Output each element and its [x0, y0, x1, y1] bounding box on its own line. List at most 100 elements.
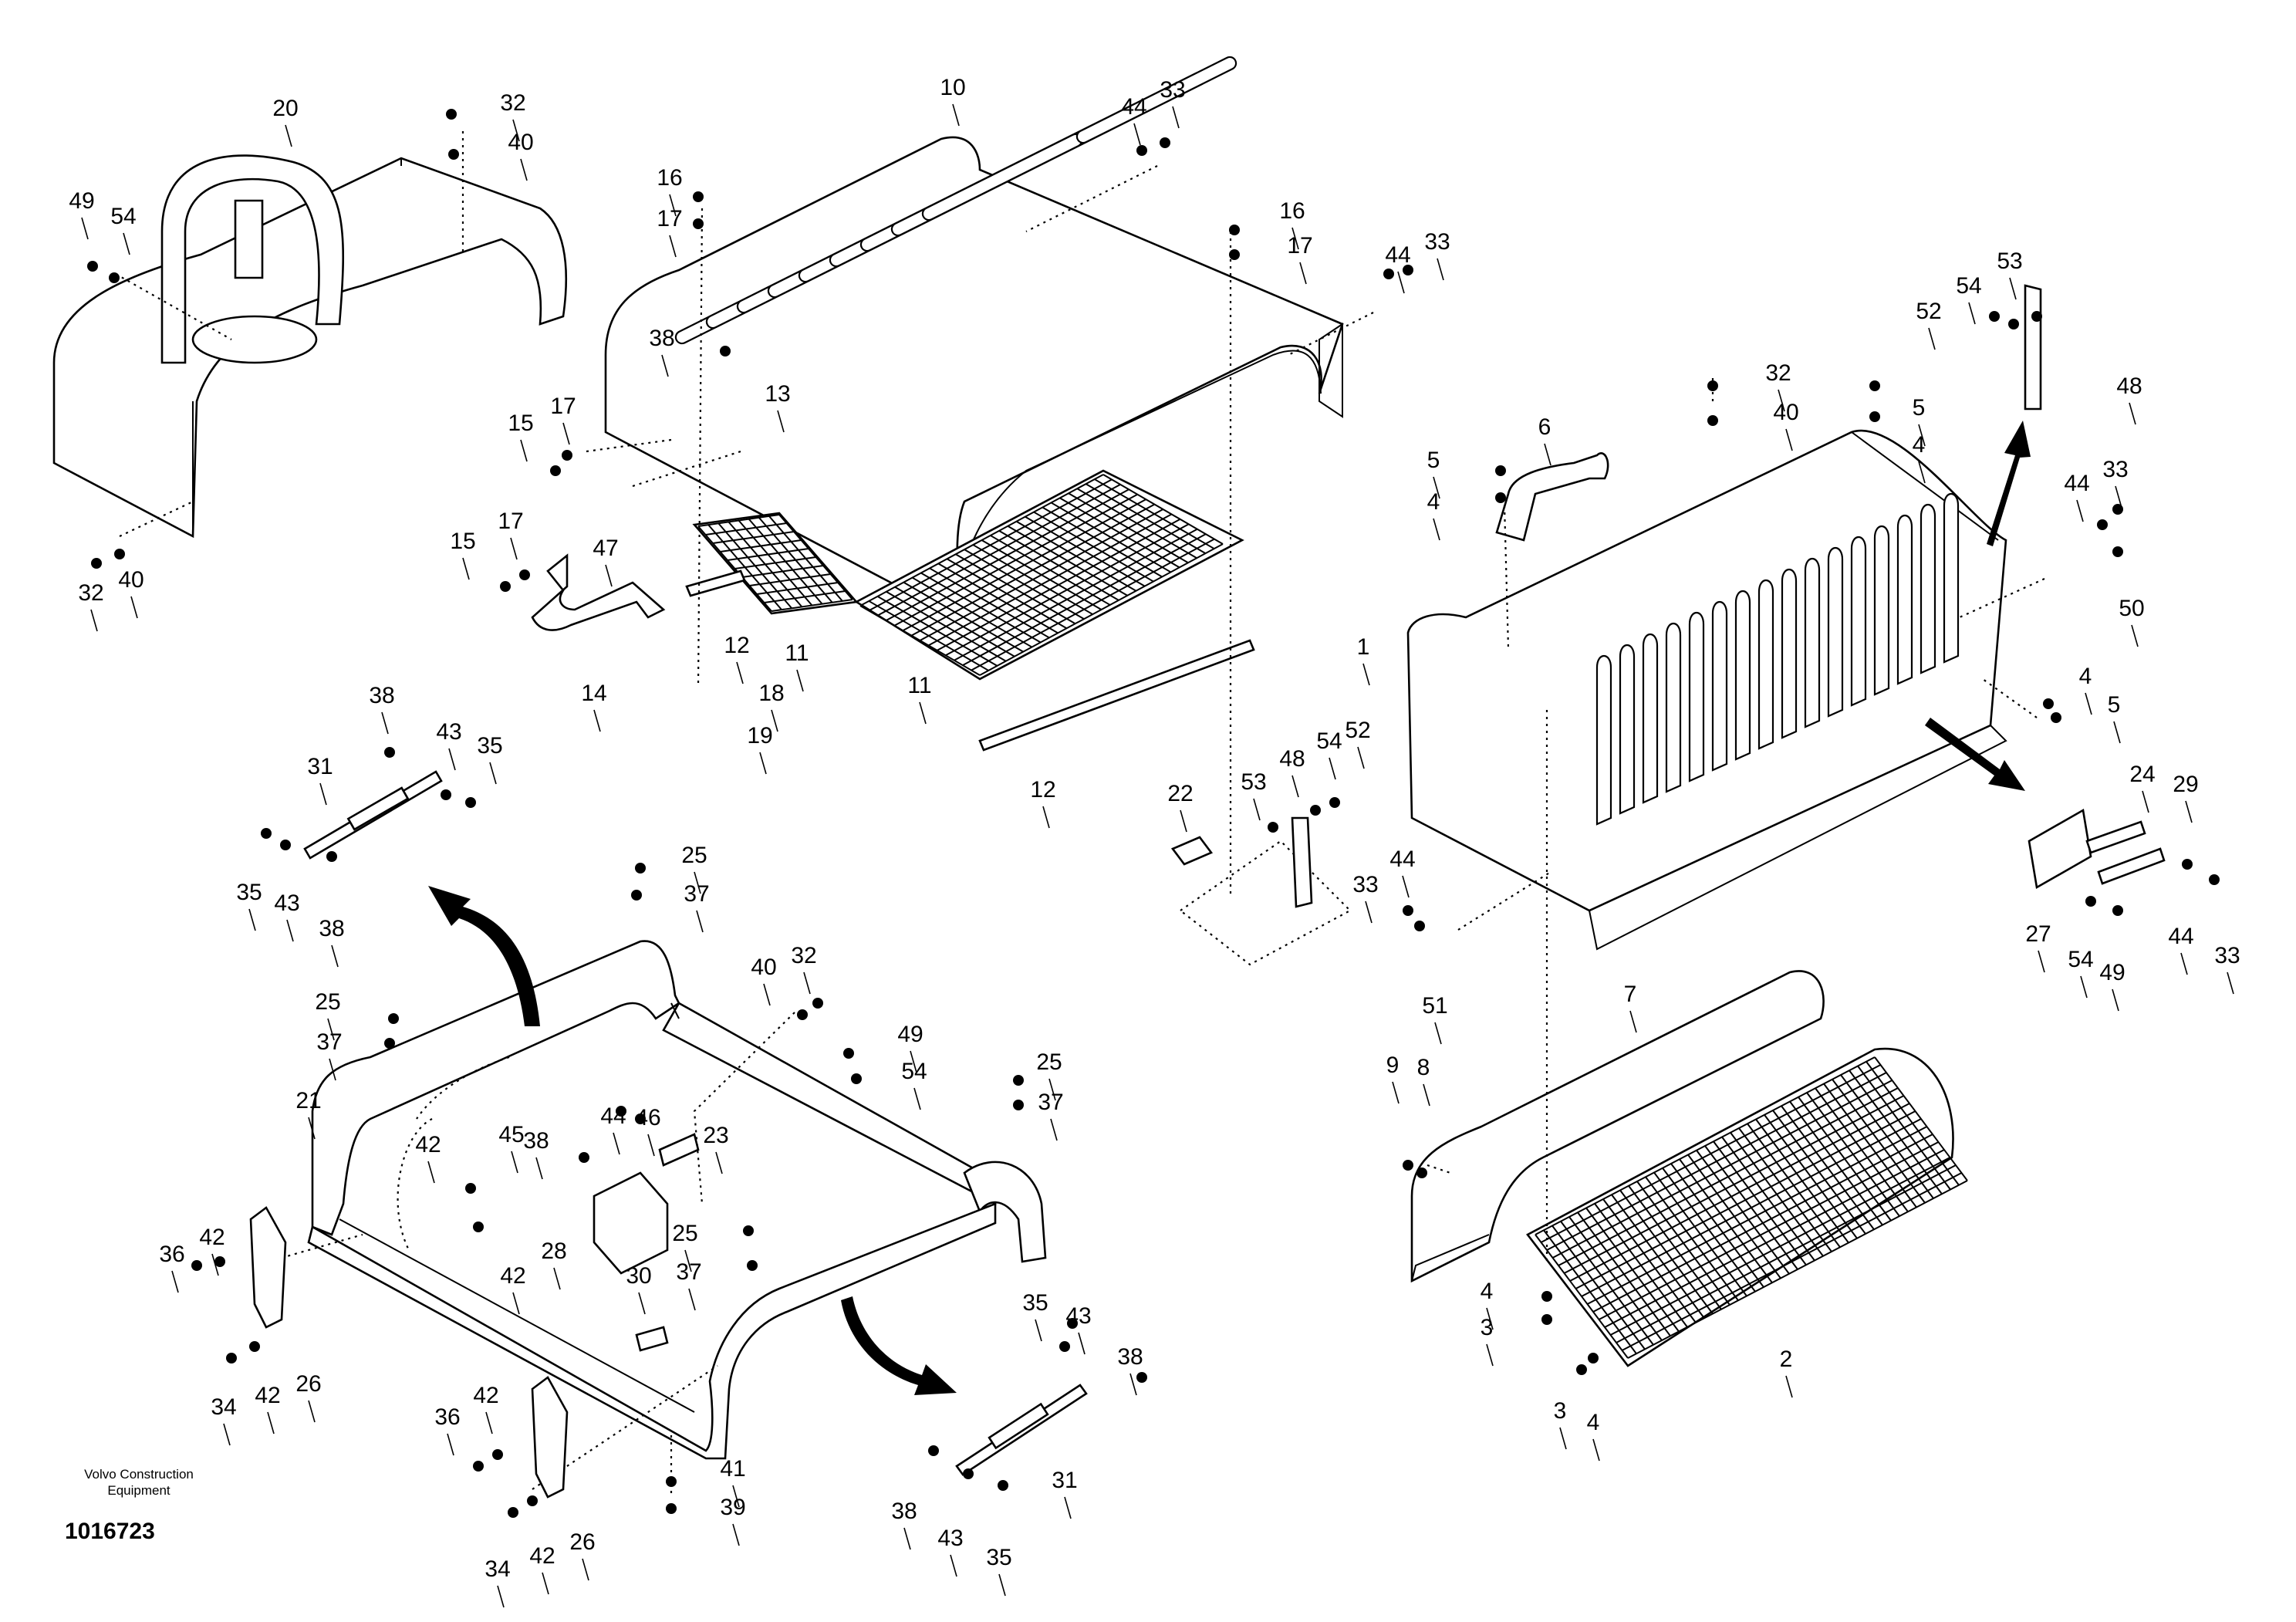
- link-arm-right: [2024, 284, 2042, 411]
- callout-leader: [903, 1527, 911, 1550]
- fastener: [384, 747, 395, 758]
- mesh-line: [1610, 1157, 1950, 1336]
- fastener: [384, 1038, 395, 1049]
- callout-leader: [1968, 302, 1976, 325]
- front-hood-cover: [52, 154, 568, 539]
- callout-leader: [553, 1267, 561, 1290]
- callout-leader: [2113, 721, 2121, 744]
- callout-leader: [1785, 428, 1793, 451]
- fastener: [2209, 874, 2220, 885]
- fastener: [963, 1468, 974, 1479]
- callout-5: 5: [1427, 448, 1440, 473]
- link-arm-left: [1291, 816, 1313, 908]
- callout-leader: [2115, 485, 2122, 509]
- drawing-number: 1016723: [65, 1519, 155, 1544]
- louver: [1850, 536, 1867, 707]
- louver: [1920, 503, 1936, 674]
- fastener: [465, 1183, 476, 1194]
- callout-leader: [1778, 389, 1785, 412]
- callout-33: 33: [1352, 872, 1378, 897]
- callout-leader: [763, 983, 771, 1006]
- callout-leader: [1928, 327, 1936, 350]
- callout-4: 4: [1913, 432, 1926, 458]
- callout-43: 43: [937, 1526, 963, 1551]
- mesh-line: [920, 509, 1163, 641]
- callout-36: 36: [159, 1242, 184, 1267]
- louver: [1873, 525, 1890, 696]
- callout-leader: [950, 1554, 957, 1577]
- callout-leader: [1299, 262, 1307, 285]
- callout-leader: [2142, 790, 2149, 813]
- callout-4: 4: [1427, 489, 1440, 515]
- callout-leader: [512, 119, 520, 142]
- manufacturer-credit: Volvo Construction Equipment: [54, 1466, 224, 1499]
- callout-38: 38: [1117, 1344, 1143, 1370]
- fastener: [928, 1445, 939, 1456]
- callout-21: 21: [295, 1088, 321, 1113]
- callout-leader: [1559, 1427, 1567, 1450]
- callout-54: 54: [901, 1059, 927, 1084]
- callout-33: 33: [2214, 943, 2240, 968]
- callout-leader: [1035, 1319, 1042, 1342]
- louver: [1619, 644, 1636, 815]
- callout-14: 14: [581, 681, 606, 706]
- callout-leader: [1064, 1496, 1072, 1519]
- fastener: [2112, 504, 2123, 515]
- callout-40: 40: [751, 955, 776, 980]
- callout-32: 32: [791, 943, 816, 968]
- fastener: [1329, 797, 1340, 808]
- mesh-line: [954, 528, 1198, 661]
- callout-49: 49: [897, 1022, 923, 1047]
- callout-32: 32: [78, 580, 103, 606]
- callout-34: 34: [211, 1394, 236, 1420]
- callout-44: 44: [1385, 242, 1410, 268]
- callout-leader: [308, 1117, 316, 1140]
- fastener: [1576, 1364, 1587, 1375]
- callout-42: 42: [529, 1543, 555, 1569]
- fastener: [666, 1476, 677, 1487]
- fastener: [1229, 225, 1240, 235]
- mesh-line: [1587, 1126, 1927, 1305]
- louver: [1642, 633, 1659, 804]
- mesh-line: [876, 483, 1121, 617]
- louver: [1896, 514, 1913, 685]
- louver: [1595, 654, 1612, 826]
- callout-8: 8: [1417, 1055, 1430, 1080]
- side-cover-louvers: [1595, 492, 1960, 826]
- callout-44: 44: [1389, 846, 1415, 872]
- mesh-line: [937, 518, 1181, 651]
- gas-strut-lower: [955, 1384, 1088, 1476]
- callout-leader: [381, 711, 389, 735]
- fastener: [1869, 411, 1880, 422]
- callout-12: 12: [1030, 777, 1055, 803]
- callout-leader: [130, 596, 138, 619]
- fastener: [441, 789, 451, 800]
- callout-39: 39: [720, 1495, 745, 1520]
- callout-leader: [688, 1288, 696, 1311]
- latch-right: [531, 1376, 569, 1499]
- callout-leader: [510, 537, 518, 560]
- callout-3: 3: [1554, 1398, 1567, 1424]
- callout-48: 48: [2116, 373, 2142, 399]
- callout-leader: [511, 1151, 518, 1174]
- callout-1: 1: [1357, 634, 1370, 660]
- callout-leader: [638, 1292, 646, 1315]
- callout-30: 30: [626, 1263, 651, 1289]
- credit-line-2: Equipment: [107, 1483, 171, 1498]
- fastener: [261, 828, 272, 839]
- spacer-plate: [658, 1133, 700, 1167]
- callout-4: 4: [1481, 1279, 1494, 1304]
- callout-52: 52: [1916, 299, 1941, 324]
- retaining-strip-short: [685, 569, 746, 597]
- callout-43: 43: [436, 719, 461, 745]
- callout-12: 12: [724, 633, 749, 658]
- fastener: [1013, 1075, 1024, 1086]
- fastener: [1588, 1353, 1599, 1363]
- callout-38: 38: [649, 326, 674, 351]
- fastener: [2182, 859, 2193, 870]
- fastener: [1869, 380, 1880, 391]
- callout-leader: [1629, 1010, 1637, 1033]
- callout-4: 4: [1587, 1410, 1600, 1435]
- callout-leader: [2131, 624, 2139, 647]
